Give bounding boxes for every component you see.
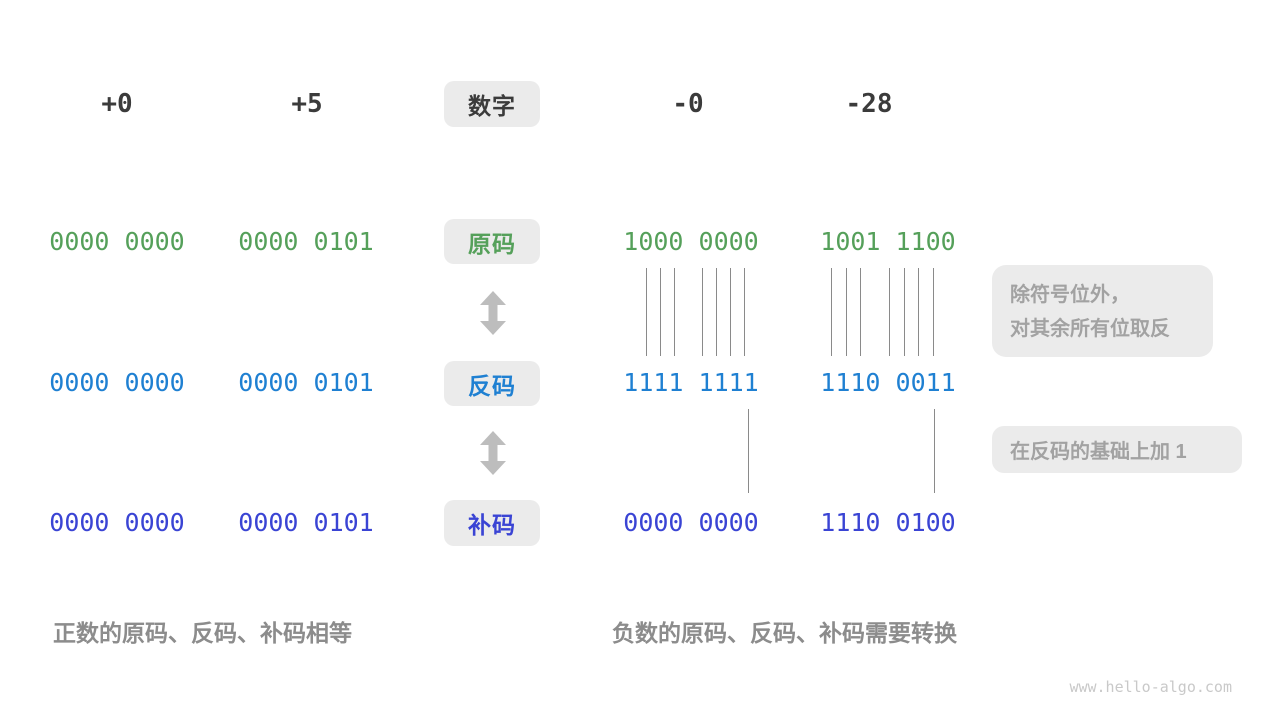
label-number: 数字 — [444, 81, 540, 127]
note-line: 在反码的基础上加 1 — [1010, 441, 1187, 463]
header-number-neg28: -28 — [845, 89, 893, 119]
up-down-arrow-icon — [480, 291, 506, 335]
label-twos-complement: 补码 — [444, 500, 540, 546]
binary-value: 0000 0000 — [49, 227, 185, 256]
binary-value: 0000 0101 — [238, 368, 374, 397]
binary-value: 0000 0101 — [238, 227, 374, 256]
binary-value: 0000 0000 — [49, 368, 185, 397]
note-invert-bits: 除符号位外， 对其余所有位取反 — [992, 265, 1213, 357]
header-number-neg0: -0 — [672, 89, 704, 119]
caption-negative-numbers: 负数的原码、反码、补码需要转换 — [612, 620, 957, 646]
binary-value: 1110 0011 — [820, 368, 956, 397]
label-ones-complement: 反码 — [444, 361, 540, 406]
binary-value: 0000 0101 — [238, 508, 374, 537]
note-line: 除符号位外， — [1010, 284, 1130, 306]
caption-positive-numbers: 正数的原码、反码、补码相等 — [53, 620, 352, 646]
binary-value: 1111 1111 — [623, 368, 759, 397]
note-add-one: 在反码的基础上加 1 — [992, 426, 1242, 473]
up-down-arrow-icon — [480, 431, 506, 475]
watermark: www.hello-algo.com — [1069, 678, 1232, 696]
header-number-pos0: +0 — [101, 89, 133, 119]
header-number-pos5: +5 — [291, 89, 323, 119]
note-line: 对其余所有位取反 — [1010, 318, 1170, 340]
label-sign-magnitude: 原码 — [444, 219, 540, 264]
binary-value: 0000 0000 — [49, 508, 185, 537]
binary-value: 1001 1100 — [820, 227, 956, 256]
binary-value: 0000 0000 — [623, 508, 759, 537]
binary-value: 1000 0000 — [623, 227, 759, 256]
binary-value: 1110 0100 — [820, 508, 956, 537]
